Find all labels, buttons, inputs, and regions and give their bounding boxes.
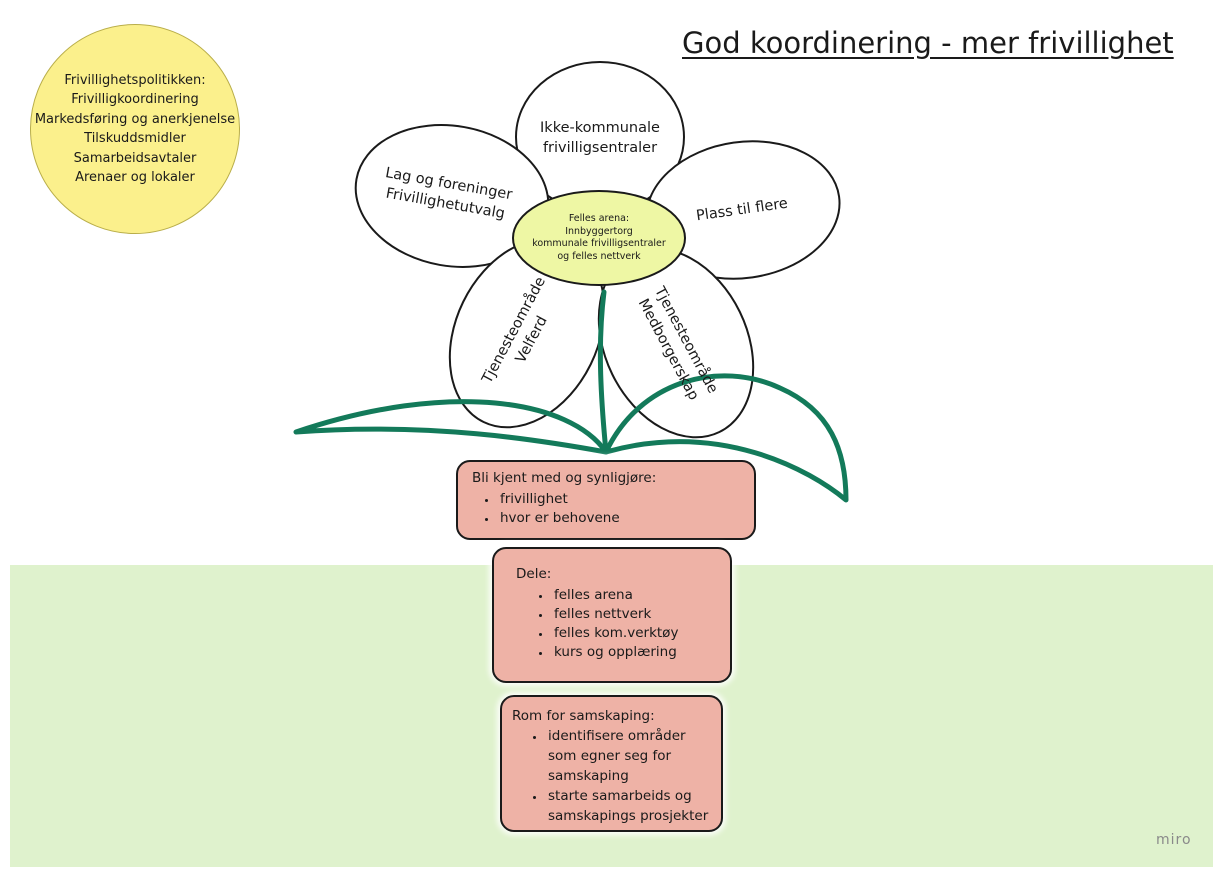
box-share: Dele: felles arena felles nettverk felle… [492,547,732,683]
petal-top-label: Ikke-kommunale frivilligsentraler [530,118,670,158]
miro-watermark: miro [1156,832,1192,848]
policy-line: Frivillighetspolitikken: [64,72,206,88]
center-line: Innbyggertorg [565,225,633,237]
box-cocreate-list: identifisere områder som egner seg for s… [512,726,711,826]
box-cocreate-heading: Rom for samskaping: [512,708,655,724]
policy-line: Arenaer og lokaler [75,170,195,185]
policy-circle: Frivillighetspolitikken: Frivilligkoordi… [30,24,240,234]
page-title: God koordinering - mer frivillighet [682,26,1174,60]
center-line: Felles arena: [568,213,630,224]
flower-center [512,190,686,286]
list-item: felles kom.verktøy [552,624,708,643]
policy-line: Samarbeidsavtaler [73,150,197,166]
flower-center-label: Felles arena: Innbyggertorg kommunale fr… [524,213,674,263]
list-item: identifisere områder som egner seg for s… [546,726,711,786]
list-item: felles nettverk [552,605,708,624]
policy-line: Frivilligkoordinering [71,92,199,107]
petal-top-line: frivilligsentraler [542,140,658,156]
leaf-left [293,399,609,455]
list-item: kurs og opplæring [552,643,708,662]
box-share-list: felles arena felles nettverk felles kom.… [516,586,708,662]
box-know: Bli kjent med og synligjøre: frivillighe… [456,460,756,540]
list-item: hvor er behovene [498,509,740,528]
list-item: starte samarbeids og samskapings prosjek… [546,786,711,826]
stem [597,289,609,455]
list-item: felles arena [552,586,708,605]
list-item: frivillighet [498,490,740,509]
box-share-heading: Dele: [516,566,552,582]
policy-line: Tilskuddsmidler [84,131,186,146]
petal-top-line: Ikke-kommunale [540,120,660,136]
box-know-list: frivillighet hvor er behovene [472,490,740,528]
box-cocreate: Rom for samskaping: identifisere områder… [500,695,723,832]
leaf-right [603,373,849,503]
box-know-heading: Bli kjent med og synligjøre: [472,470,657,486]
policy-line: Markedsføring og anerkjenelse [34,111,236,127]
center-line: kommunale frivilligsentraler [532,238,666,249]
center-line: og felles nettverk [557,250,641,262]
